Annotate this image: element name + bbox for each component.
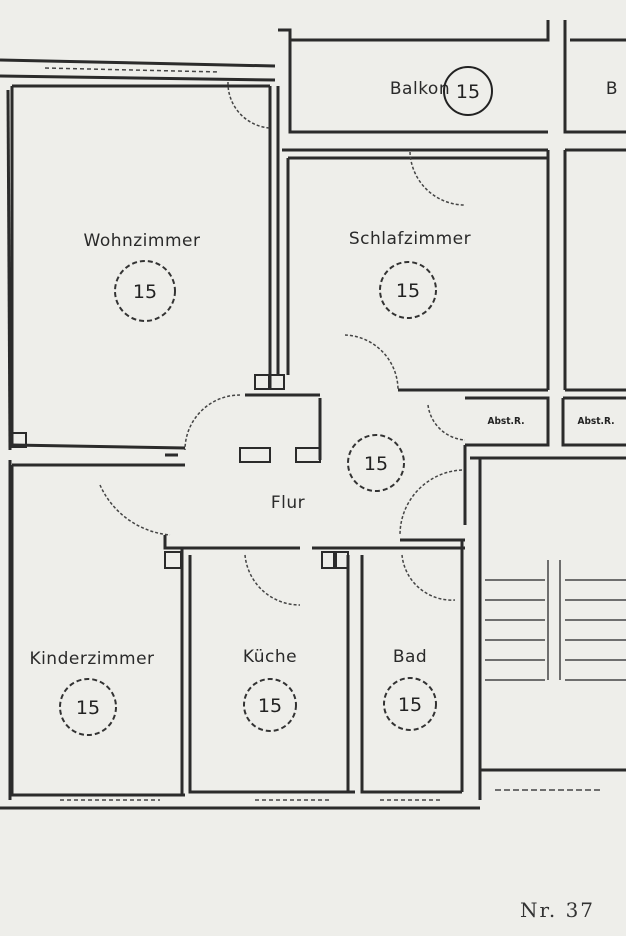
code-circle-wohnzimmer: 15 [114, 260, 176, 322]
room-label-flur: Flur [271, 493, 305, 513]
code-schlafzimmer: 15 [396, 280, 420, 302]
room-label-schlafzimmer: Schlafzimmer [349, 229, 471, 249]
code-circle-schlafzimmer: 15 [379, 261, 437, 319]
code-kueche: 15 [258, 695, 282, 717]
room-label-balkon: Balkon [390, 79, 450, 99]
code-circle-bad: 15 [383, 677, 437, 731]
code-bad: 15 [398, 694, 422, 716]
code-wohnzimmer: 15 [133, 281, 157, 303]
thin-lines [44, 67, 626, 801]
room-label-bad: Bad [393, 647, 427, 667]
code-circle-kinderzimmer: 15 [59, 678, 117, 736]
room-label-kueche: Küche [243, 647, 297, 667]
code-balkon: 15 [456, 81, 480, 103]
code-flur: 15 [364, 453, 388, 475]
door-swings [99, 81, 466, 606]
code-circle-kueche: 15 [243, 678, 297, 732]
room-label-abstell-2: Abst.R. [577, 416, 614, 427]
room-label-abstell-1: Abst.R. [487, 416, 524, 427]
code-circle-flur: 15 [347, 434, 405, 492]
walls [0, 20, 626, 810]
room-label-balkon-right: B [606, 79, 618, 99]
wall-pillars [11, 374, 349, 569]
room-label-wohnzimmer: Wohnzimmer [84, 231, 201, 251]
code-circle-balkon: 15 [443, 66, 493, 116]
room-label-kinderzimmer: Kinderzimmer [29, 649, 154, 669]
page-number: Nr. 37 [520, 898, 596, 922]
code-kinderzimmer: 15 [76, 697, 100, 719]
